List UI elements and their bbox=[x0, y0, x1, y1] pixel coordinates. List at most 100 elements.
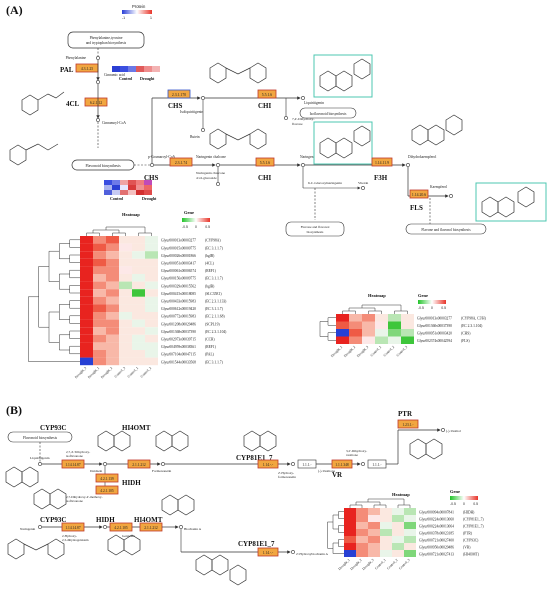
heatmap3-legend-max: 0.5 bbox=[473, 502, 478, 506]
heat-annotation-label: (SLC35E1) bbox=[205, 292, 222, 296]
heat-cell bbox=[80, 319, 93, 328]
top-pathway-box[interactable] bbox=[67, 31, 145, 49]
heat-cell bbox=[80, 327, 93, 335]
heat-cell bbox=[388, 336, 401, 344]
enzyme-chi-upper-box[interactable] bbox=[257, 89, 277, 99]
isoliquiritigenin-structure bbox=[209, 62, 267, 84]
dendrogram-branch bbox=[327, 317, 336, 326]
heat-column-label: Control_2 bbox=[140, 366, 153, 379]
teal-highlight-box-3[interactable] bbox=[475, 182, 547, 222]
heat-cell bbox=[349, 329, 362, 337]
heat-cell bbox=[375, 314, 388, 322]
heat-annotation-label: (REF1) bbox=[205, 345, 217, 349]
heat-gene-label: Glyur000224s00013060 bbox=[419, 517, 454, 521]
b-enzyme-extra-box[interactable] bbox=[95, 473, 119, 483]
heat-cell bbox=[106, 327, 119, 335]
node bbox=[441, 428, 445, 432]
dendrogram-branch bbox=[38, 266, 49, 328]
heat-cell bbox=[145, 274, 158, 282]
heat-annotation-label: (EC 3.1.1.7) bbox=[205, 307, 224, 311]
b-enzyme-cyp93c-box[interactable] bbox=[61, 459, 85, 469]
b-ec-plain: 1.1.1.- bbox=[302, 463, 312, 467]
enzyme-chs-lower-box[interactable] bbox=[169, 157, 193, 167]
heat-cell bbox=[119, 350, 132, 358]
heat-cell bbox=[336, 329, 349, 337]
heat-column-label: Drought_1 bbox=[330, 345, 343, 358]
heat-cell bbox=[119, 251, 132, 259]
heat-column-label: Drought_3 bbox=[361, 558, 374, 571]
heat-cell bbox=[368, 529, 380, 536]
heat-cell bbox=[368, 543, 380, 550]
b-enzyme-vr-box[interactable] bbox=[331, 459, 353, 469]
dendrogram-branch bbox=[349, 504, 363, 508]
node bbox=[284, 116, 288, 120]
heat-cell bbox=[119, 258, 132, 267]
heat-cell bbox=[368, 550, 380, 557]
coumaroyl-structure bbox=[9, 143, 59, 166]
heat-cell bbox=[93, 243, 106, 252]
dendrogram-branch bbox=[368, 310, 382, 314]
heat-annotation-label: (EC 3.1.1.7) bbox=[205, 277, 224, 281]
heatmap3-title: Heatmap bbox=[392, 492, 410, 497]
b-enzyme-hi4omt-box[interactable] bbox=[127, 459, 151, 469]
heatmap1-title: Heatmap bbox=[122, 212, 140, 217]
heat-cell bbox=[362, 321, 375, 329]
b-enzyme-cyp81-box[interactable] bbox=[257, 459, 279, 469]
flavone-box-center[interactable] bbox=[285, 221, 345, 237]
dendrogram-branch bbox=[319, 321, 328, 337]
heat-gene-label: Glyur000013s00003277 bbox=[417, 317, 452, 321]
node bbox=[291, 462, 295, 466]
heat-cell bbox=[106, 258, 119, 267]
node bbox=[201, 96, 205, 100]
heat-gene-label: Glyur000612s00019420 bbox=[161, 307, 196, 311]
heat-cell bbox=[80, 357, 93, 366]
node bbox=[179, 525, 183, 529]
heat-cell bbox=[392, 508, 404, 515]
b-enzyme-cyp93c-lower-box[interactable] bbox=[61, 522, 85, 532]
heat-cell bbox=[132, 236, 145, 244]
enzyme-f3h-box[interactable] bbox=[371, 157, 393, 167]
cinnamoyl-coa-label: Cinnamoyl-CoA bbox=[102, 121, 126, 125]
heat-cell bbox=[145, 266, 158, 274]
heat-cell bbox=[356, 550, 368, 557]
b-enzyme-cyp81-lower-ec: 1.14.-.- bbox=[263, 551, 274, 555]
dendrogram-branch bbox=[69, 254, 80, 263]
flavone-box-right[interactable] bbox=[405, 223, 487, 235]
enzyme-chi-lower-box[interactable] bbox=[255, 157, 275, 167]
b-enzyme-hidh-lower-box[interactable] bbox=[109, 522, 133, 532]
heat-column-label: Control_3 bbox=[398, 558, 411, 571]
b-naringenin-structure bbox=[7, 538, 65, 560]
pal-control-label: Control bbox=[119, 76, 133, 81]
enzyme-fls-box[interactable] bbox=[409, 189, 429, 199]
b-enzyme-cyp81-lower-box[interactable] bbox=[257, 547, 279, 557]
b-enzyme-hidh-box[interactable] bbox=[95, 485, 119, 495]
heat-gene-label: Glyur001368s00037390 bbox=[161, 330, 196, 334]
heat-cell bbox=[119, 312, 132, 320]
enzyme-chs-upper-box[interactable] bbox=[167, 89, 191, 99]
b-enzyme-ptr-box[interactable] bbox=[397, 419, 419, 429]
heat-cell bbox=[106, 281, 119, 290]
heat-cell bbox=[344, 550, 356, 557]
heat-cell bbox=[380, 515, 392, 522]
dendrogram-branch bbox=[332, 514, 339, 530]
heat-cell bbox=[93, 289, 106, 297]
liquiritigenin-label: Liquiritigenin bbox=[304, 101, 324, 105]
isoflavonoid-box[interactable] bbox=[299, 107, 357, 119]
b-trihydroxy-2: isoflavanone bbox=[66, 454, 83, 458]
heatmap3-legend-bar bbox=[450, 496, 478, 500]
heat-cell bbox=[380, 508, 392, 515]
protein-cell bbox=[144, 66, 152, 72]
heat-cell bbox=[132, 251, 145, 259]
heat-gene-label: Glyur000051s00003420 bbox=[417, 332, 452, 336]
node bbox=[150, 163, 154, 167]
protein-cell bbox=[128, 185, 136, 190]
protein-cell bbox=[144, 185, 152, 190]
heat-cell bbox=[132, 266, 145, 274]
node bbox=[301, 96, 305, 100]
top-box-line2: and tryptophan biosynthesis bbox=[86, 41, 127, 45]
enzyme-4cl-box[interactable] bbox=[84, 97, 108, 107]
heat-annotation-label: (SCPL19) bbox=[205, 322, 220, 326]
heat-cell bbox=[80, 281, 93, 290]
heat-cell bbox=[145, 258, 158, 267]
flavone-box-center-2: biosynthesis bbox=[307, 230, 324, 234]
